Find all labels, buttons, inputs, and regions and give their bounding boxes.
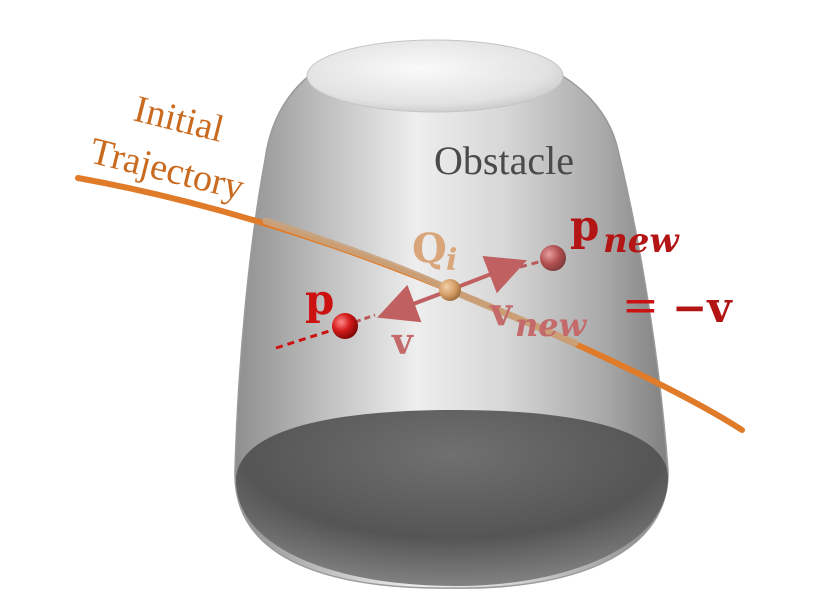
p-new-label: p new <box>570 201 680 261</box>
point-q-i <box>439 279 461 301</box>
p-new-label-sub: new <box>603 221 680 261</box>
v-label: v <box>391 321 414 363</box>
equals-sign: = <box>622 280 659 331</box>
v-new-label: v new <box>489 289 588 344</box>
p-to-q-dashed-line <box>354 313 376 324</box>
q-i-label-sub: i <box>446 243 457 278</box>
obstacle-shape <box>234 39 669 589</box>
trajectory-label: Initial Trajectory <box>86 88 248 209</box>
v-new-label-main: v <box>489 289 514 334</box>
v-new-arrow <box>454 255 527 294</box>
obstacle-top-face <box>306 39 564 113</box>
neg-v-label: −v <box>672 283 733 332</box>
v-arrow <box>377 284 446 323</box>
obstacle-label: Obstacle <box>434 138 574 183</box>
point-p-new <box>540 245 566 271</box>
point-p <box>332 313 358 339</box>
q-i-label-main: Q <box>412 225 447 272</box>
v-new-label-sub: new <box>515 306 588 344</box>
q-i-label: Q i <box>412 225 457 278</box>
p-new-label-main: p <box>570 201 599 250</box>
p-label: p <box>305 275 334 324</box>
obstacle-bottom-opening <box>235 410 668 586</box>
